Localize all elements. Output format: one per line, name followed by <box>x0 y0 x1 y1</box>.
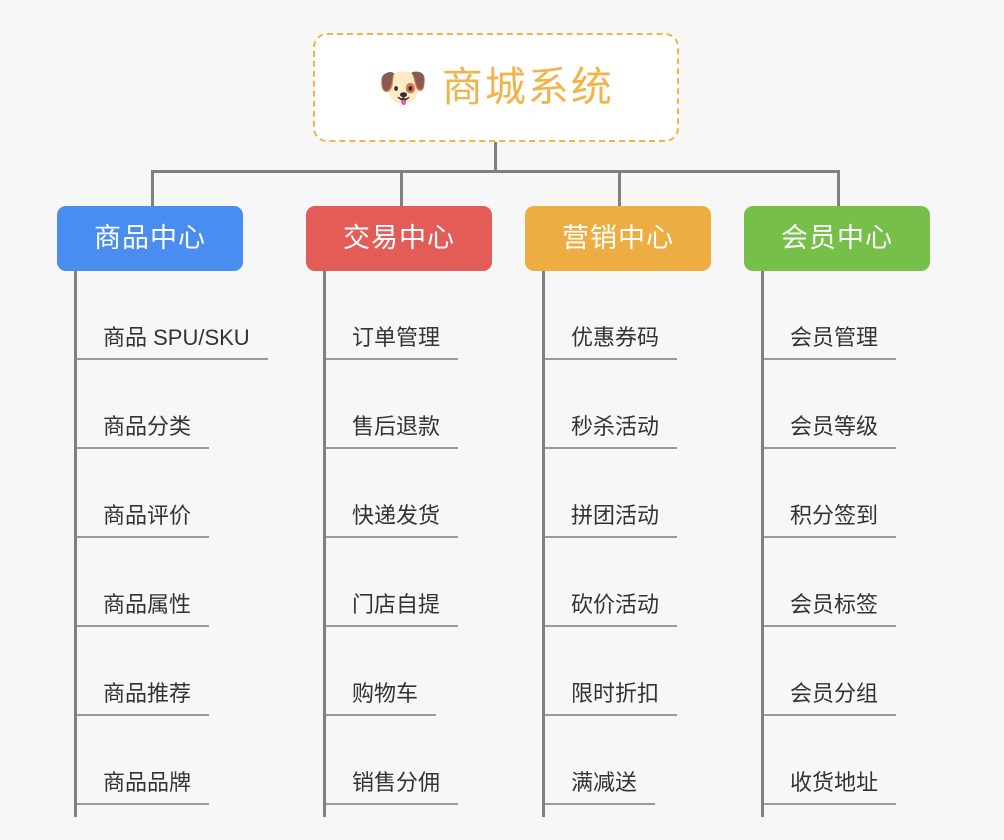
branch-label-1: 商品中心 <box>94 223 206 253</box>
connector-drop-3 <box>618 170 621 206</box>
list-item[interactable]: 会员标签 <box>764 538 930 627</box>
list-item[interactable]: 销售分佣 <box>326 716 492 805</box>
leaf-label: 秒杀活动 <box>545 416 678 449</box>
leaf-label: 快递发货 <box>326 505 459 538</box>
list-item[interactable]: 拼团活动 <box>545 449 711 538</box>
list-item[interactable]: 购物车 <box>326 627 492 716</box>
branch-label-3: 营销中心 <box>562 223 674 253</box>
list-item[interactable]: 商品品牌 <box>77 716 243 805</box>
leaf-label: 限时折扣 <box>545 683 678 716</box>
leaf-label: 满减送 <box>545 772 656 805</box>
list-item[interactable]: 积分签到 <box>764 449 930 538</box>
leaf-label: 收货地址 <box>764 772 897 805</box>
list-item[interactable]: 商品推荐 <box>77 627 243 716</box>
list-item[interactable]: 订单管理 <box>326 271 492 360</box>
root-node[interactable]: 🐶 商城系统 <box>313 33 679 142</box>
leaf-label: 砍价活动 <box>545 594 678 627</box>
branch-label-4: 会员中心 <box>781 223 893 253</box>
branch-items-2: 订单管理 售后退款 快递发货 门店自提 购物车 销售分佣 <box>323 271 492 817</box>
list-item[interactable]: 快递发货 <box>326 449 492 538</box>
list-item[interactable]: 收货地址 <box>764 716 930 805</box>
connector-drop-2 <box>400 170 403 206</box>
list-item[interactable]: 会员分组 <box>764 627 930 716</box>
connector-horizontal-bus <box>151 170 840 173</box>
branch-items-1: 商品 SPU/SKU 商品分类 商品评价 商品属性 商品推荐 商品品牌 <box>74 271 268 817</box>
connector-root-stem <box>494 142 497 173</box>
branch-column-1: 商品中心 商品 SPU/SKU 商品分类 商品评价 商品属性 商品推荐 商品品牌 <box>57 206 268 817</box>
list-item[interactable]: 满减送 <box>545 716 711 805</box>
leaf-label: 会员标签 <box>764 594 897 627</box>
branch-column-3: 营销中心 优惠券码 秒杀活动 拼团活动 砍价活动 限时折扣 满减送 <box>525 206 711 817</box>
leaf-label: 商品推荐 <box>77 683 210 716</box>
leaf-label: 优惠券码 <box>545 327 678 360</box>
connector-drop-1 <box>151 170 154 206</box>
list-item[interactable]: 会员管理 <box>764 271 930 360</box>
leaf-label: 拼团活动 <box>545 505 678 538</box>
branch-items-4: 会员管理 会员等级 积分签到 会员标签 会员分组 收货地址 <box>761 271 930 817</box>
list-item[interactable]: 会员等级 <box>764 360 930 449</box>
leaf-label: 订单管理 <box>326 327 459 360</box>
leaf-label: 会员等级 <box>764 416 897 449</box>
leaf-label: 售后退款 <box>326 416 459 449</box>
root-title: 商城系统 <box>441 64 614 110</box>
list-item[interactable]: 售后退款 <box>326 360 492 449</box>
leaf-label: 会员分组 <box>764 683 897 716</box>
list-item[interactable]: 门店自提 <box>326 538 492 627</box>
list-item[interactable]: 秒杀活动 <box>545 360 711 449</box>
list-item[interactable]: 限时折扣 <box>545 627 711 716</box>
leaf-label: 商品属性 <box>77 594 210 627</box>
list-item[interactable]: 商品属性 <box>77 538 243 627</box>
branch-column-2: 交易中心 订单管理 售后退款 快递发货 门店自提 购物车 销售分佣 <box>306 206 492 817</box>
branch-header-3[interactable]: 营销中心 <box>525 206 711 271</box>
branch-items-3: 优惠券码 秒杀活动 拼团活动 砍价活动 限时折扣 满减送 <box>542 271 711 817</box>
leaf-label: 商品品牌 <box>77 772 210 805</box>
branch-header-1[interactable]: 商品中心 <box>57 206 243 271</box>
leaf-label: 商品评价 <box>77 505 210 538</box>
leaf-label: 商品分类 <box>77 416 210 449</box>
leaf-label: 销售分佣 <box>326 772 459 805</box>
leaf-label: 积分签到 <box>764 505 897 538</box>
leaf-label: 商品 SPU/SKU <box>77 327 268 360</box>
branch-header-2[interactable]: 交易中心 <box>306 206 492 271</box>
connector-drop-4 <box>837 170 840 206</box>
branch-label-2: 交易中心 <box>343 223 455 253</box>
list-item[interactable]: 砍价活动 <box>545 538 711 627</box>
branch-column-4: 会员中心 会员管理 会员等级 积分签到 会员标签 会员分组 收货地址 <box>744 206 930 817</box>
dog-face-icon: 🐶 <box>378 65 428 110</box>
list-item[interactable]: 商品评价 <box>77 449 243 538</box>
list-item[interactable]: 优惠券码 <box>545 271 711 360</box>
list-item[interactable]: 商品分类 <box>77 360 243 449</box>
branch-header-4[interactable]: 会员中心 <box>744 206 930 271</box>
leaf-label: 购物车 <box>326 683 437 716</box>
leaf-label: 门店自提 <box>326 594 459 627</box>
list-item[interactable]: 商品 SPU/SKU <box>77 271 268 360</box>
leaf-label: 会员管理 <box>764 327 897 360</box>
